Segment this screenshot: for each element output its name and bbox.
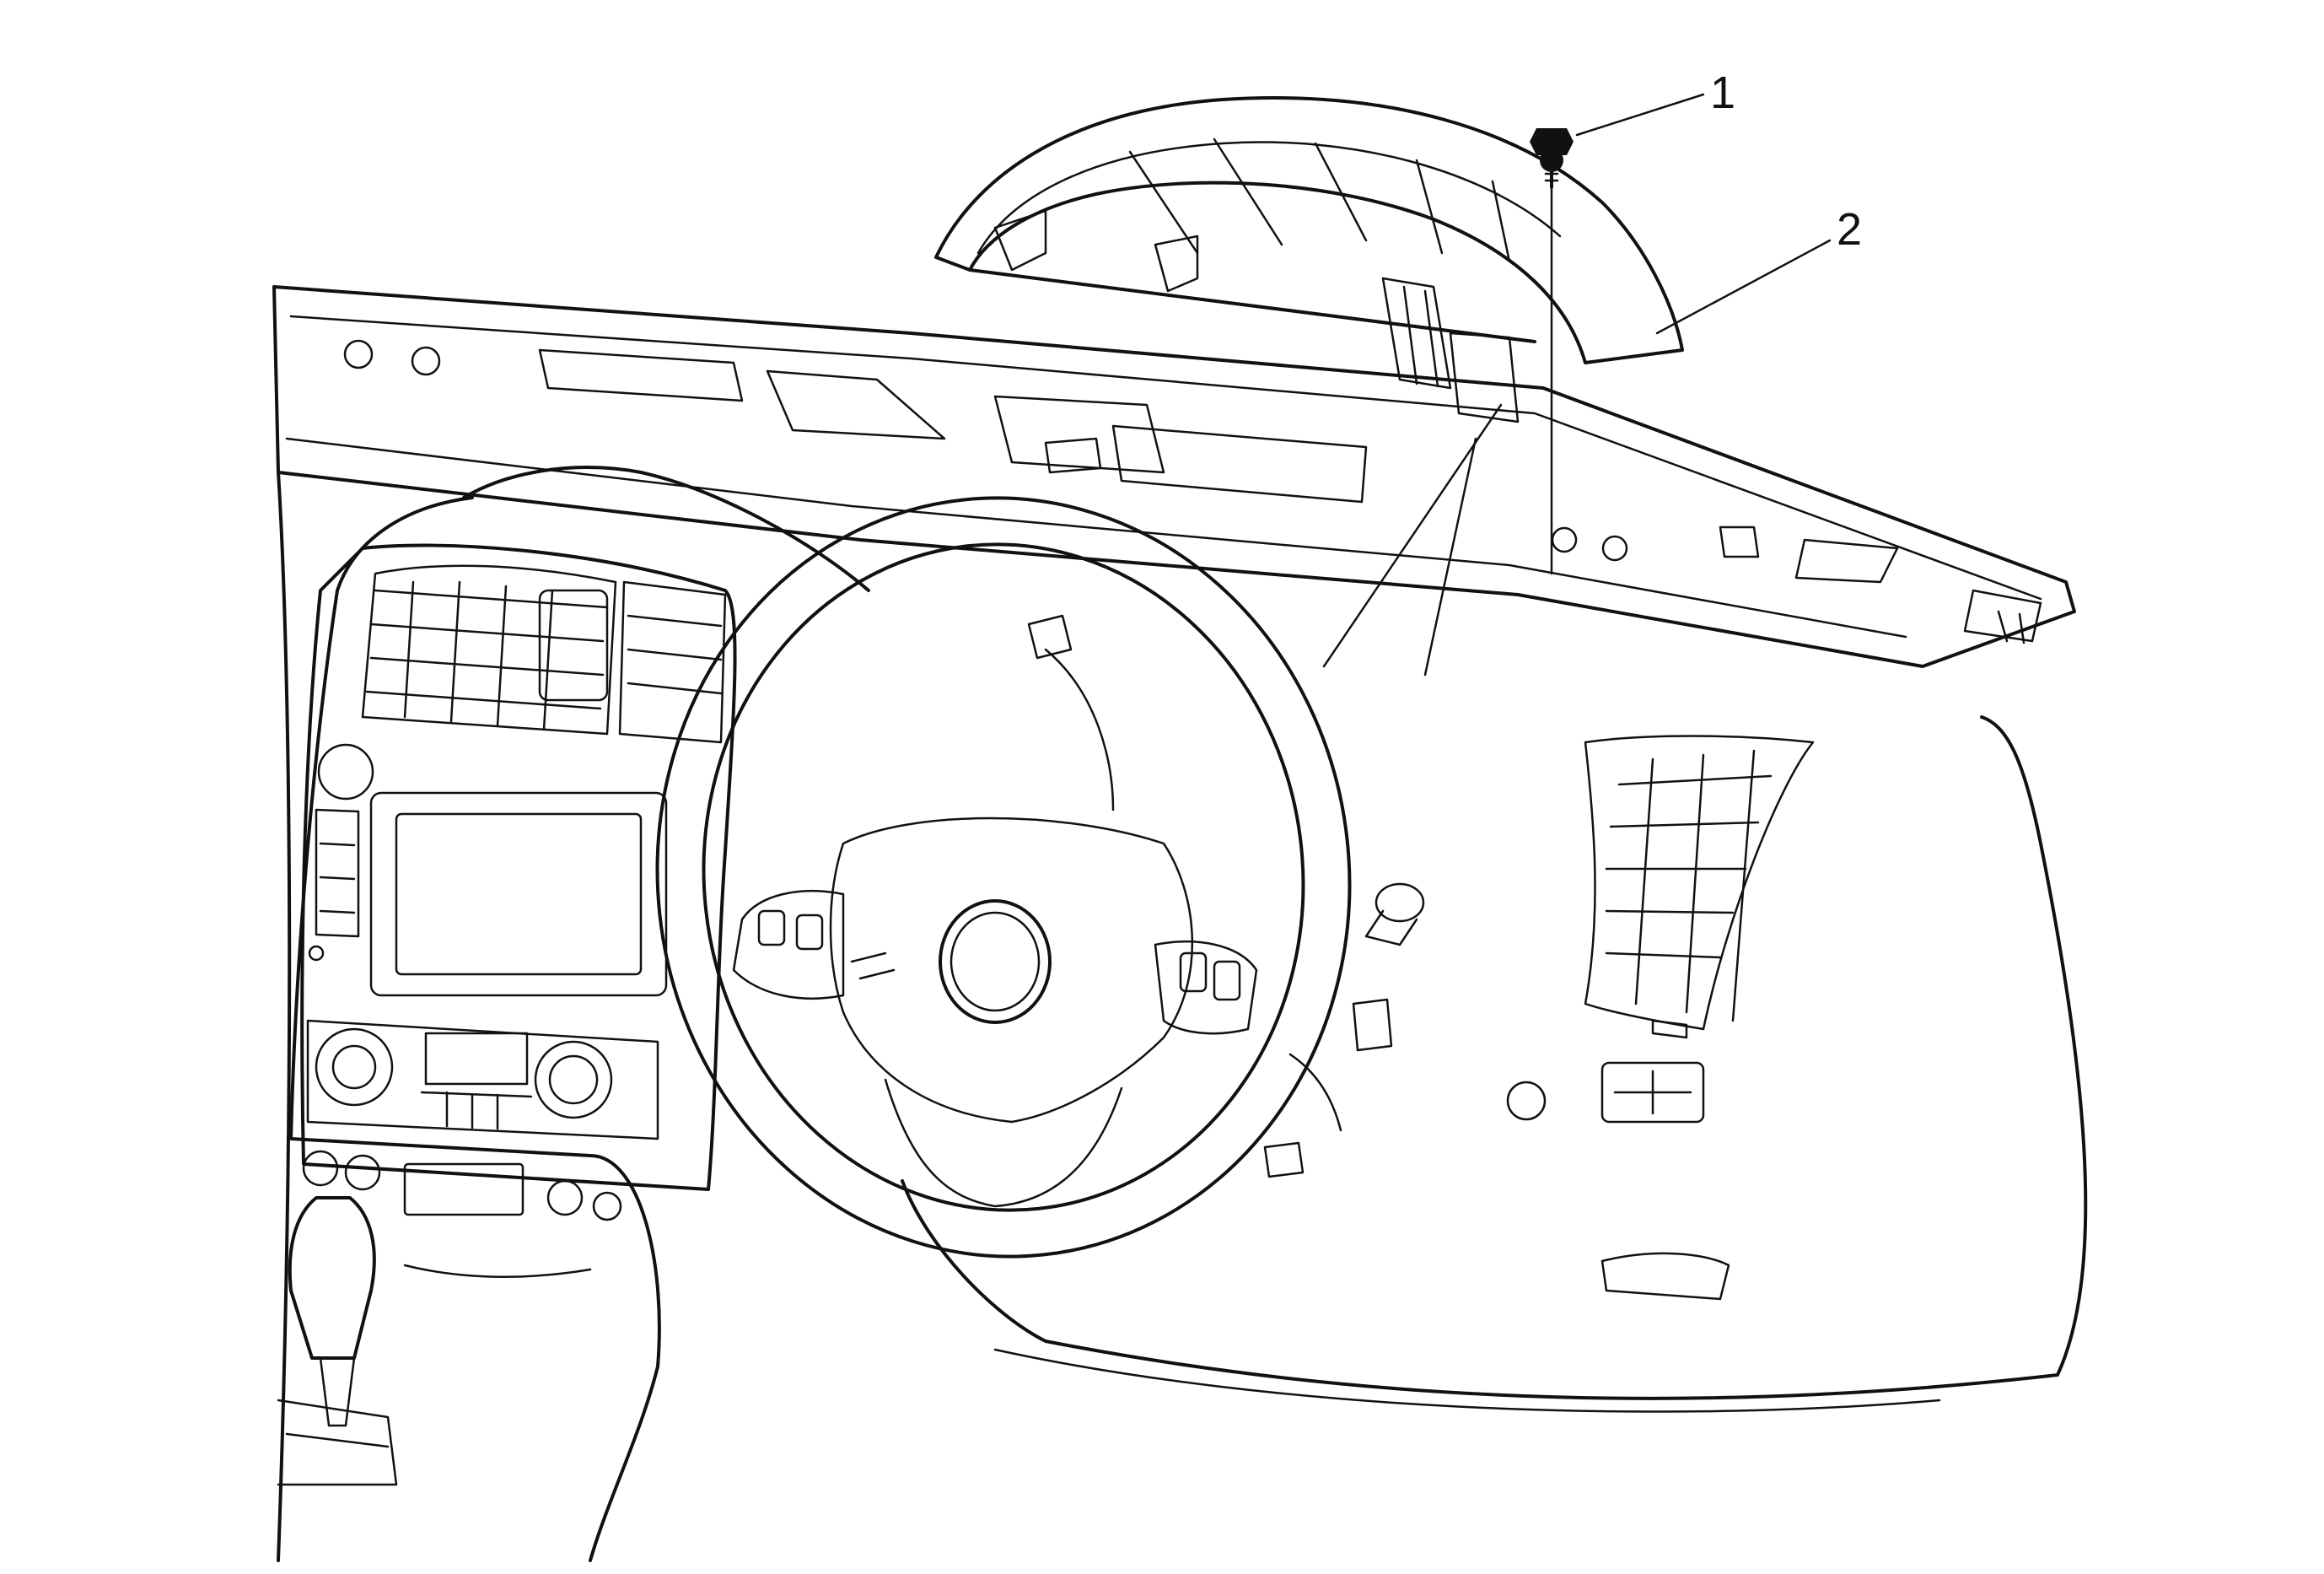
steering-column xyxy=(1263,882,1425,1178)
callout-label-1: 1 xyxy=(1710,67,1735,118)
instrument-panel-top xyxy=(272,285,2076,668)
fastener xyxy=(1530,128,1574,189)
center-stack xyxy=(300,543,737,1278)
callout-2: 2 xyxy=(1655,204,1862,335)
gear-shifter xyxy=(277,1196,398,1486)
callout-1: 1 xyxy=(1575,67,1735,137)
upper-trim-cover xyxy=(934,96,1684,423)
installation-guide-lines xyxy=(1322,188,1553,676)
callout-label-2: 2 xyxy=(1837,204,1862,255)
dashboard-body xyxy=(277,466,2088,1562)
steering-wheel xyxy=(655,496,1352,1259)
